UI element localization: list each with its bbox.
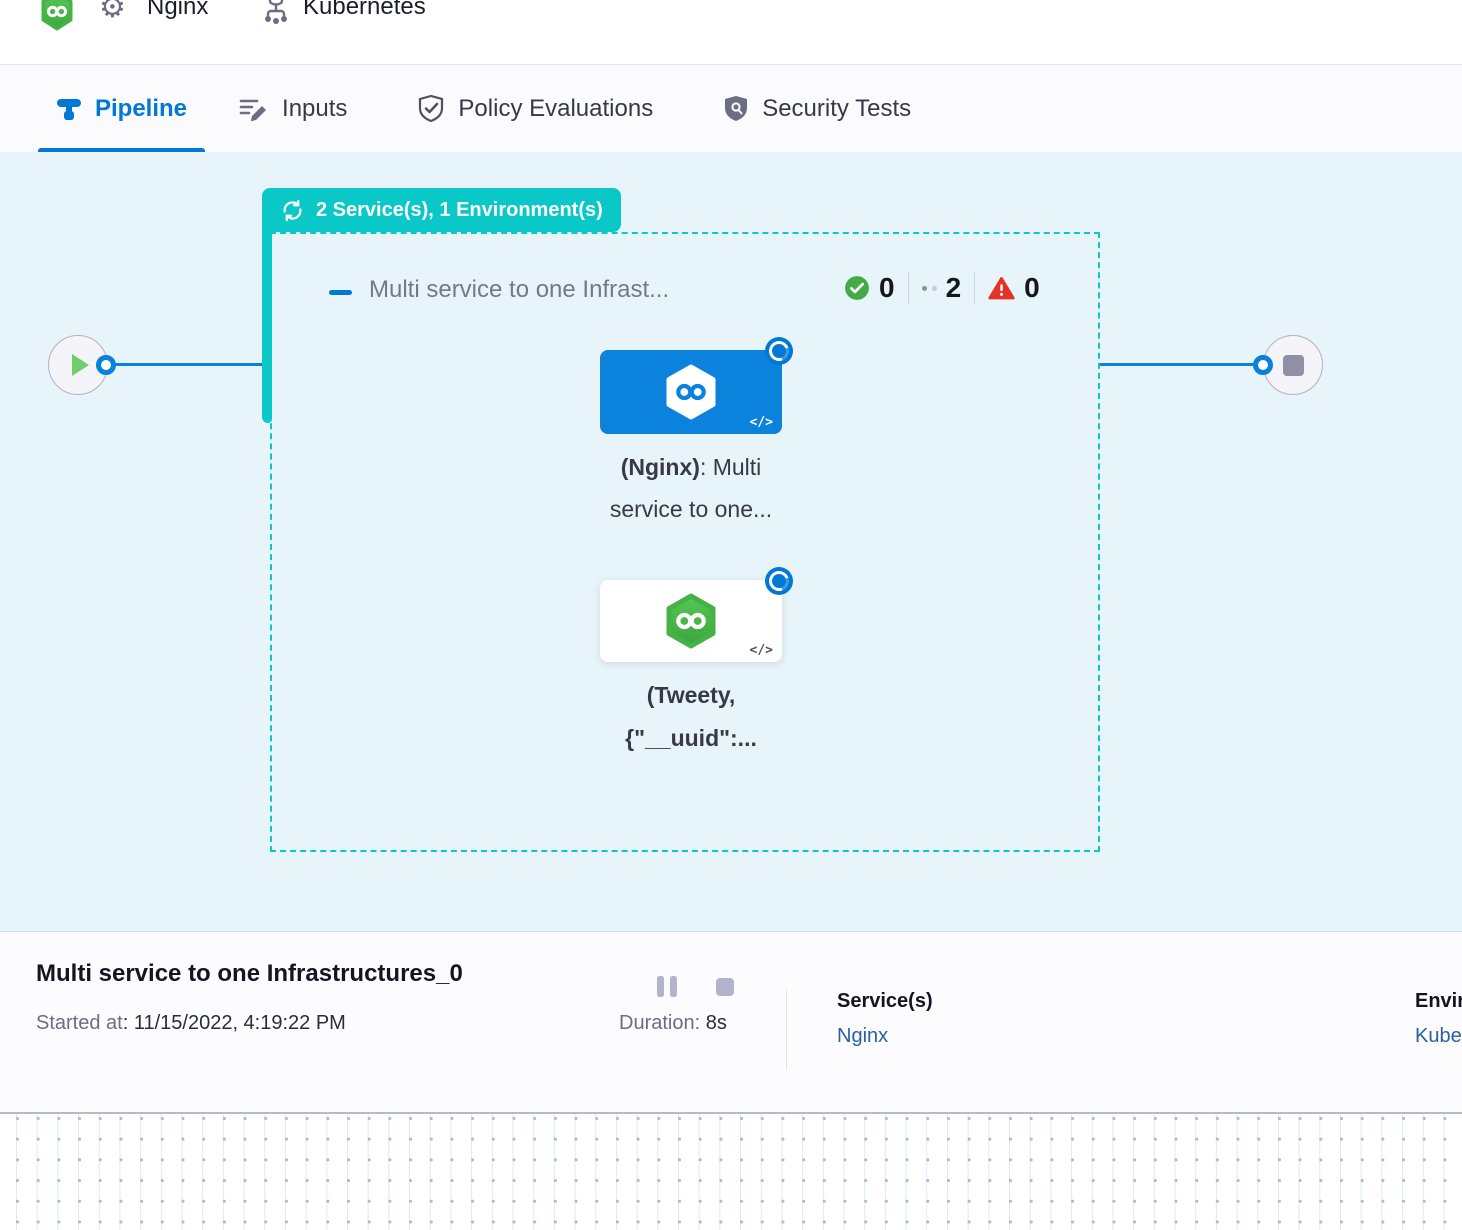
shield-check-icon [417,94,445,124]
tab-security-tests[interactable]: Security Tests [705,65,929,152]
stop-icon [1282,354,1304,376]
harness-logo-icon [39,0,75,32]
duration-label: Duration: [619,1012,706,1034]
services-block: Service(s) Nginx [837,990,933,1048]
services-label: Service(s) [837,990,933,1012]
pipeline-canvas: 2 Service(s), 1 Environment(s) Multi ser… [0,152,1462,932]
environments-label: Environment(s) [1415,990,1462,1012]
warning-triangle-icon [988,276,1015,301]
node-nginx-label-line2: service to one... [609,496,773,522]
edge-connector-dot [96,355,116,375]
started-at-label: Started at [36,1012,123,1034]
tab-inputs[interactable]: Inputs [221,65,365,152]
stage-group-badge[interactable]: 2 Service(s), 1 Environment(s) [262,188,621,232]
code-icon: </> [749,415,773,430]
stage-group-box: Multi service to one Infrast... 0 2 [270,232,1100,852]
tab-bar: Pipeline Inputs Policy Evaluations [0,65,1462,152]
environments-link[interactable]: Kubernetes [1415,1025,1462,1047]
tab-policy-evaluations[interactable]: Policy Evaluations [399,65,671,152]
node-nginx-label-bold: (Nginx) [620,454,700,480]
stop-button[interactable] [716,978,734,996]
kubernetes-cluster-icon [260,0,292,26]
stage-group-left-bar [262,222,272,423]
node-nginx-label-rest: : Multi [699,454,762,480]
success-check-icon [844,275,870,301]
started-at-value: : 11/15/2022, 4:19:22 PM [122,1012,346,1034]
node-tweety-label[interactable]: (Tweety, {"__uuid":... [550,674,832,760]
harness-hexagon-icon [662,363,720,421]
tab-inputs-label: Inputs [282,94,348,122]
pipeline-node-tweety[interactable]: </> [600,580,782,662]
stage-title[interactable]: Multi service to one Infrast... [369,276,670,303]
inputs-edit-icon [239,95,269,123]
shield-scan-icon [723,94,749,124]
play-icon [72,354,89,376]
node-tweety-label-line1: (Tweety, [646,682,736,708]
duration-value: 8s [705,1012,727,1034]
pause-button[interactable] [657,976,677,997]
log-grid-area [0,1112,1462,1230]
divider [786,990,787,1070]
harness-hexagon-green-icon [662,592,720,650]
pipeline-icon [56,95,82,123]
divider [907,272,909,304]
topbar-service-label[interactable]: Nginx [147,0,209,20]
tab-security-tests-label: Security Tests [762,94,912,122]
node-status-spinner-icon[interactable] [765,337,793,365]
topbar-environment-label[interactable]: Kubernetes [303,0,426,20]
started-at-line: Started at: 11/15/2022, 4:19:22 PM [36,1012,346,1035]
stage-group-badge-label: 2 Service(s), 1 Environment(s) [316,198,603,221]
environments-block: Environment(s) Kubernetes [1415,990,1462,1048]
duration-line: Duration: 8s [619,1012,727,1035]
node-nginx-label[interactable]: (Nginx): Multi service to one... [550,446,832,530]
stage-status-cluster: 0 2 0 [844,272,1040,304]
execution-footer: Multi service to one Infrastructures_0 S… [0,932,1462,1112]
tab-policy-evaluations-label: Policy Evaluations [458,94,654,122]
pending-count: 2 [945,272,962,303]
node-tweety-label-line2: {"__uuid":... [625,725,757,751]
success-count: 0 [879,272,895,303]
code-icon: </> [749,643,773,658]
gear-icon: ⚙ [99,0,126,24]
tab-pipeline-label: Pipeline [95,94,188,122]
pipeline-node-nginx[interactable]: </> [600,350,782,434]
tab-pipeline[interactable]: Pipeline [38,65,206,152]
failed-count: 0 [1024,272,1040,303]
collapse-minus-icon[interactable] [329,290,352,295]
services-link[interactable]: Nginx [837,1025,889,1047]
edge-stage-to-end [1100,363,1260,366]
edge-connector-dot [1253,355,1273,375]
node-status-spinner-icon[interactable] [765,567,793,595]
pipeline-end-node[interactable] [1263,335,1323,395]
execution-title[interactable]: Multi service to one Infrastructures_0 [36,960,463,987]
edge-start-to-stage [106,363,262,366]
top-bar: ⚙ Nginx Kubernetes [0,0,1462,65]
divider [974,272,976,304]
pending-dots-icon [921,285,937,291]
loop-icon [280,198,305,223]
